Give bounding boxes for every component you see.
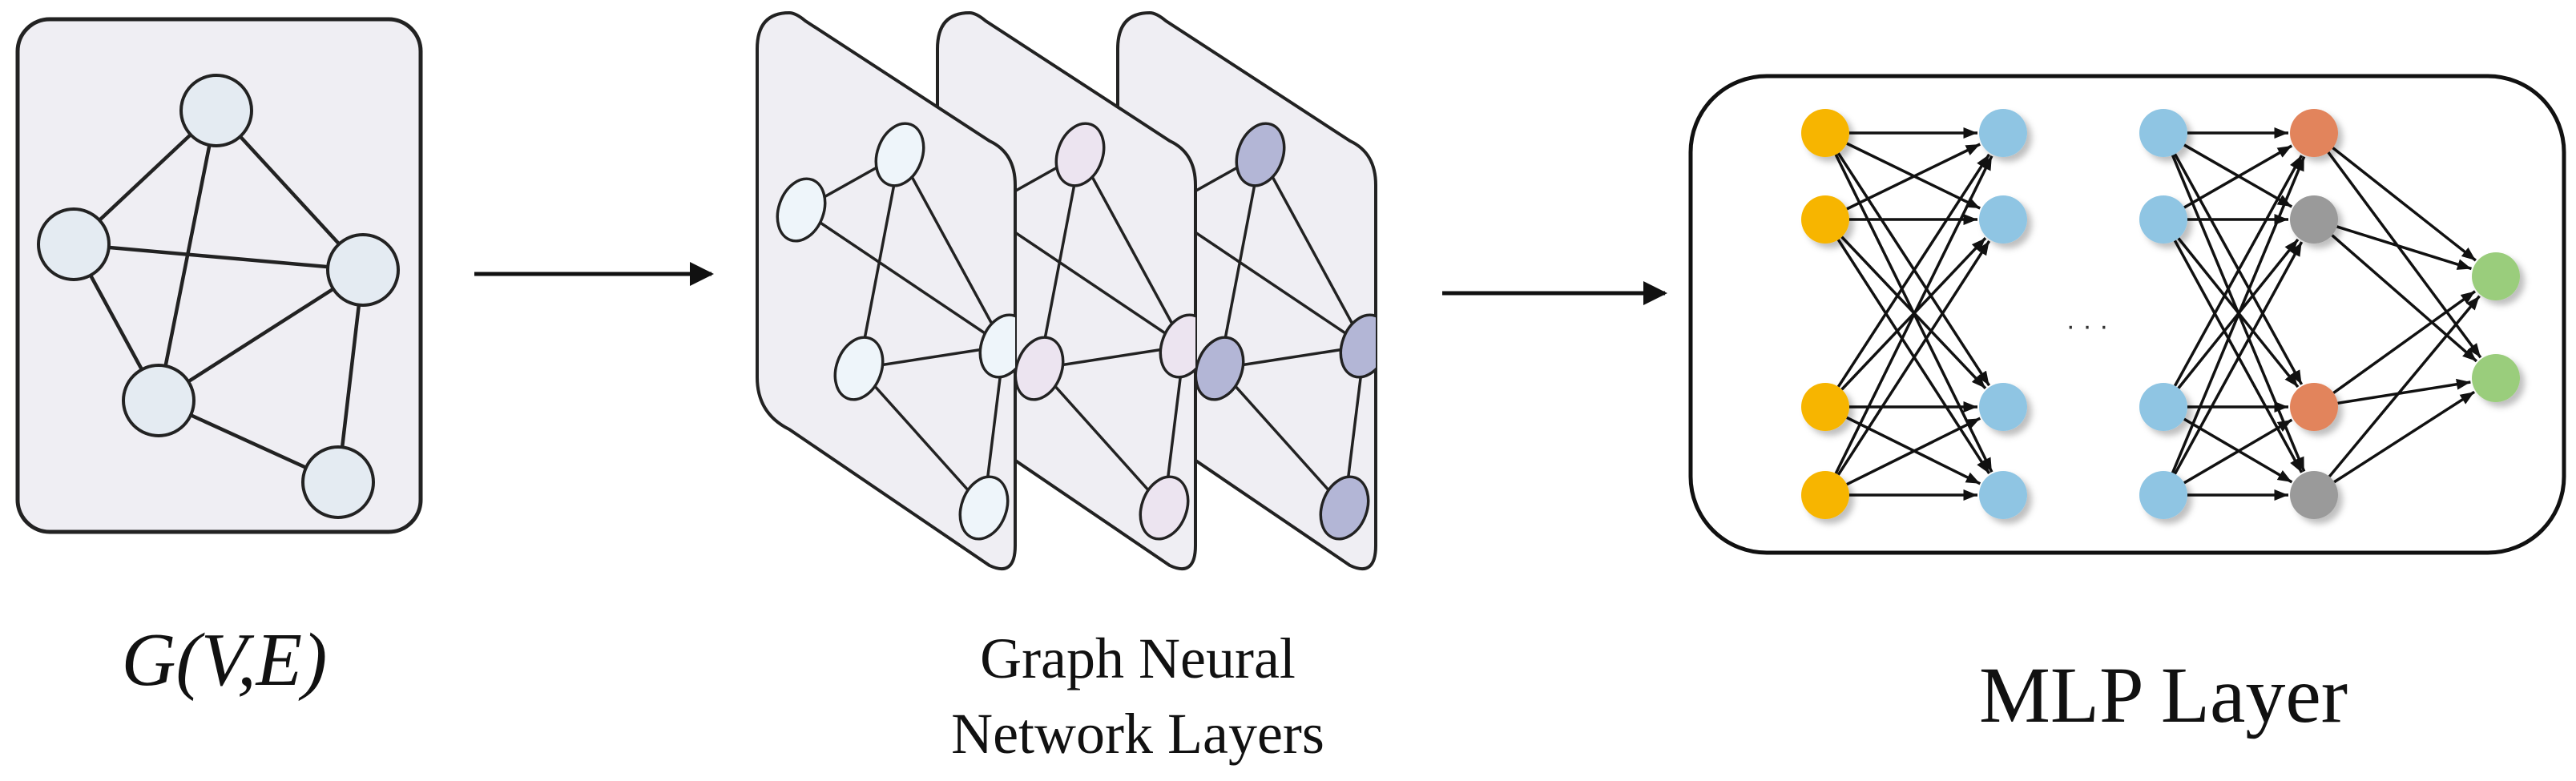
mlp-edge bbox=[1836, 153, 1991, 388]
mlp-neuron bbox=[2472, 252, 2520, 300]
mlp-neuron bbox=[1801, 195, 1849, 244]
mlp-edge bbox=[2332, 147, 2477, 262]
gnn-edge bbox=[898, 154, 1006, 347]
gnn-node bbox=[978, 313, 1015, 379]
gnn-node bbox=[776, 177, 827, 243]
graph-node bbox=[326, 233, 400, 307]
mlp-neuron bbox=[2472, 354, 2520, 402]
input-graph-nodes bbox=[37, 74, 400, 519]
mlp-neuron bbox=[1979, 109, 2027, 157]
gnn-edge bbox=[1038, 154, 1082, 369]
mlp-nodes bbox=[1801, 109, 2520, 519]
gnn-caption: Graph Neural Network Layers bbox=[849, 621, 1426, 771]
gnn-node bbox=[1139, 475, 1190, 541]
gnn-layer bbox=[756, 10, 1017, 571]
graph-node bbox=[301, 445, 375, 519]
mlp-edge bbox=[1846, 417, 1981, 486]
mlp-edge bbox=[2337, 378, 2471, 405]
mlp-neuron bbox=[1979, 383, 2027, 431]
mlp-edge bbox=[1836, 240, 1991, 476]
mlp-edge bbox=[2173, 155, 2304, 387]
mlp-edge bbox=[2332, 290, 2477, 394]
mlp-ellipsis: · · · bbox=[2066, 311, 2109, 341]
mlp-neuron bbox=[1801, 109, 1849, 157]
mlp-neuron bbox=[2139, 383, 2187, 431]
gnn-caption-line2: Network Layers bbox=[951, 702, 1324, 766]
gnn-edge bbox=[800, 208, 1005, 348]
gnn-edge bbox=[1259, 154, 1366, 347]
gnn-edge bbox=[1218, 154, 1262, 369]
mlp-neuron bbox=[2290, 109, 2338, 157]
mlp-edge bbox=[1834, 155, 1993, 474]
mlp-edge bbox=[2183, 418, 2293, 485]
graph-node bbox=[37, 207, 111, 281]
graph-node bbox=[122, 364, 196, 437]
mlp-caption: MLP Layer bbox=[1978, 650, 2348, 739]
mlp-edge bbox=[2336, 225, 2472, 271]
gnn-node bbox=[1319, 475, 1370, 541]
mlp-neuron bbox=[1979, 471, 2027, 519]
mlp-neuron bbox=[2290, 195, 2338, 244]
mlp-edge bbox=[2328, 295, 2481, 478]
gnn-edge bbox=[857, 154, 901, 369]
gnn-edge bbox=[1078, 154, 1186, 347]
input-graph-panel bbox=[15, 17, 423, 534]
mlp-neuron bbox=[2290, 383, 2338, 431]
mlp-edge bbox=[2331, 234, 2478, 363]
mlp-edges bbox=[1834, 127, 2482, 501]
graph-node bbox=[179, 74, 253, 147]
gnn-node bbox=[833, 336, 885, 401]
mlp-neuron bbox=[2139, 471, 2187, 519]
gnn-node bbox=[1054, 122, 1106, 187]
input-graph-caption: G(V,E) bbox=[121, 618, 328, 702]
mlp-edge bbox=[2171, 155, 2306, 473]
mlp-neuron bbox=[2139, 109, 2187, 157]
gnn-node bbox=[1194, 336, 1245, 401]
gnn-layer-sheet bbox=[756, 10, 1017, 571]
mlp-block: · · · bbox=[1688, 74, 2566, 555]
gnn-node bbox=[1159, 313, 1195, 379]
mlp-neuron bbox=[1979, 195, 2027, 244]
gnn-caption-line1: Graph Neural bbox=[980, 626, 1296, 690]
gnn-edge bbox=[1218, 367, 1346, 509]
gnn-node bbox=[1014, 336, 1065, 401]
gnn-node bbox=[1339, 313, 1376, 379]
mlp-edge bbox=[2173, 241, 2304, 475]
gnn-node bbox=[958, 475, 1010, 541]
gnn-edge bbox=[857, 367, 986, 509]
mlp-edge bbox=[2183, 144, 2293, 209]
mlp-edge bbox=[1846, 143, 1981, 211]
mlp-neuron bbox=[2139, 195, 2187, 244]
mlp-edge bbox=[2333, 390, 2476, 484]
mlp-neuron bbox=[2290, 471, 2338, 519]
gnn-edge bbox=[1038, 367, 1166, 509]
gnn-layer-stack bbox=[756, 10, 1377, 571]
mlp-neuron bbox=[1801, 383, 1849, 431]
gnn-node bbox=[874, 122, 925, 187]
gnn-node bbox=[1235, 122, 1286, 187]
mlp-neuron bbox=[1801, 471, 1849, 519]
